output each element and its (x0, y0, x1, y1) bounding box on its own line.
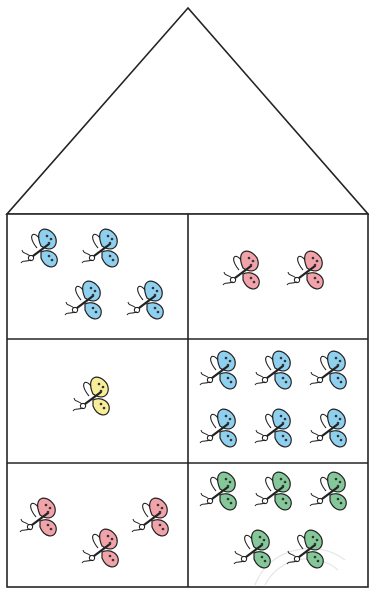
house-roof (7, 8, 368, 214)
